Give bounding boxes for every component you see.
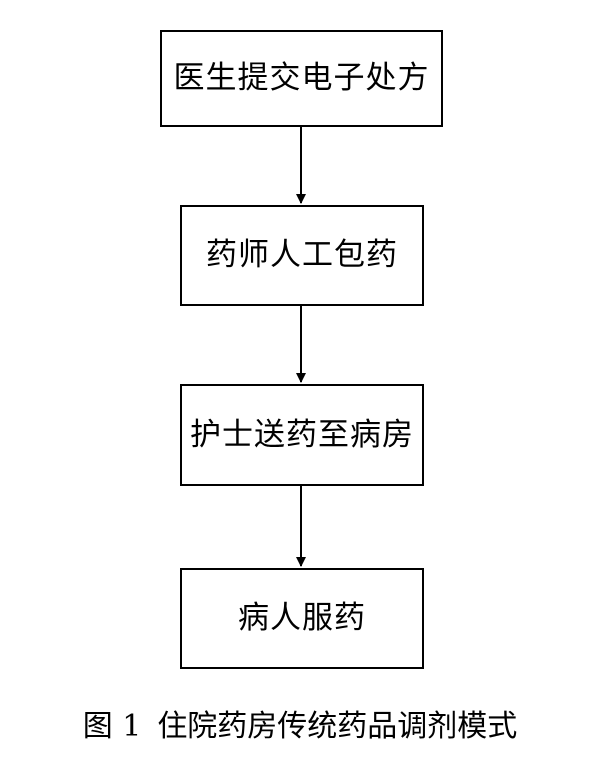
figure-title: 住院药房传统药品调剂模式 [157,709,518,744]
step-label: 药师人工包药 [206,237,398,273]
step-nurse-delivery-box: 护士送药至病房 [180,384,424,486]
step-doctor-prescription-box: 医生提交电子处方 [160,30,443,127]
figure-number: 图 1 [82,709,142,744]
step-label: 医生提交电子处方 [173,60,430,96]
step-label: 病人服药 [238,600,366,636]
step-pharmacist-packing-box: 药师人工包药 [180,205,424,306]
step-patient-medication-box: 病人服药 [180,568,424,669]
step-label: 护士送药至病房 [190,416,414,453]
figure-caption: 图 1 住院药房传统药品调剂模式 [0,712,600,742]
